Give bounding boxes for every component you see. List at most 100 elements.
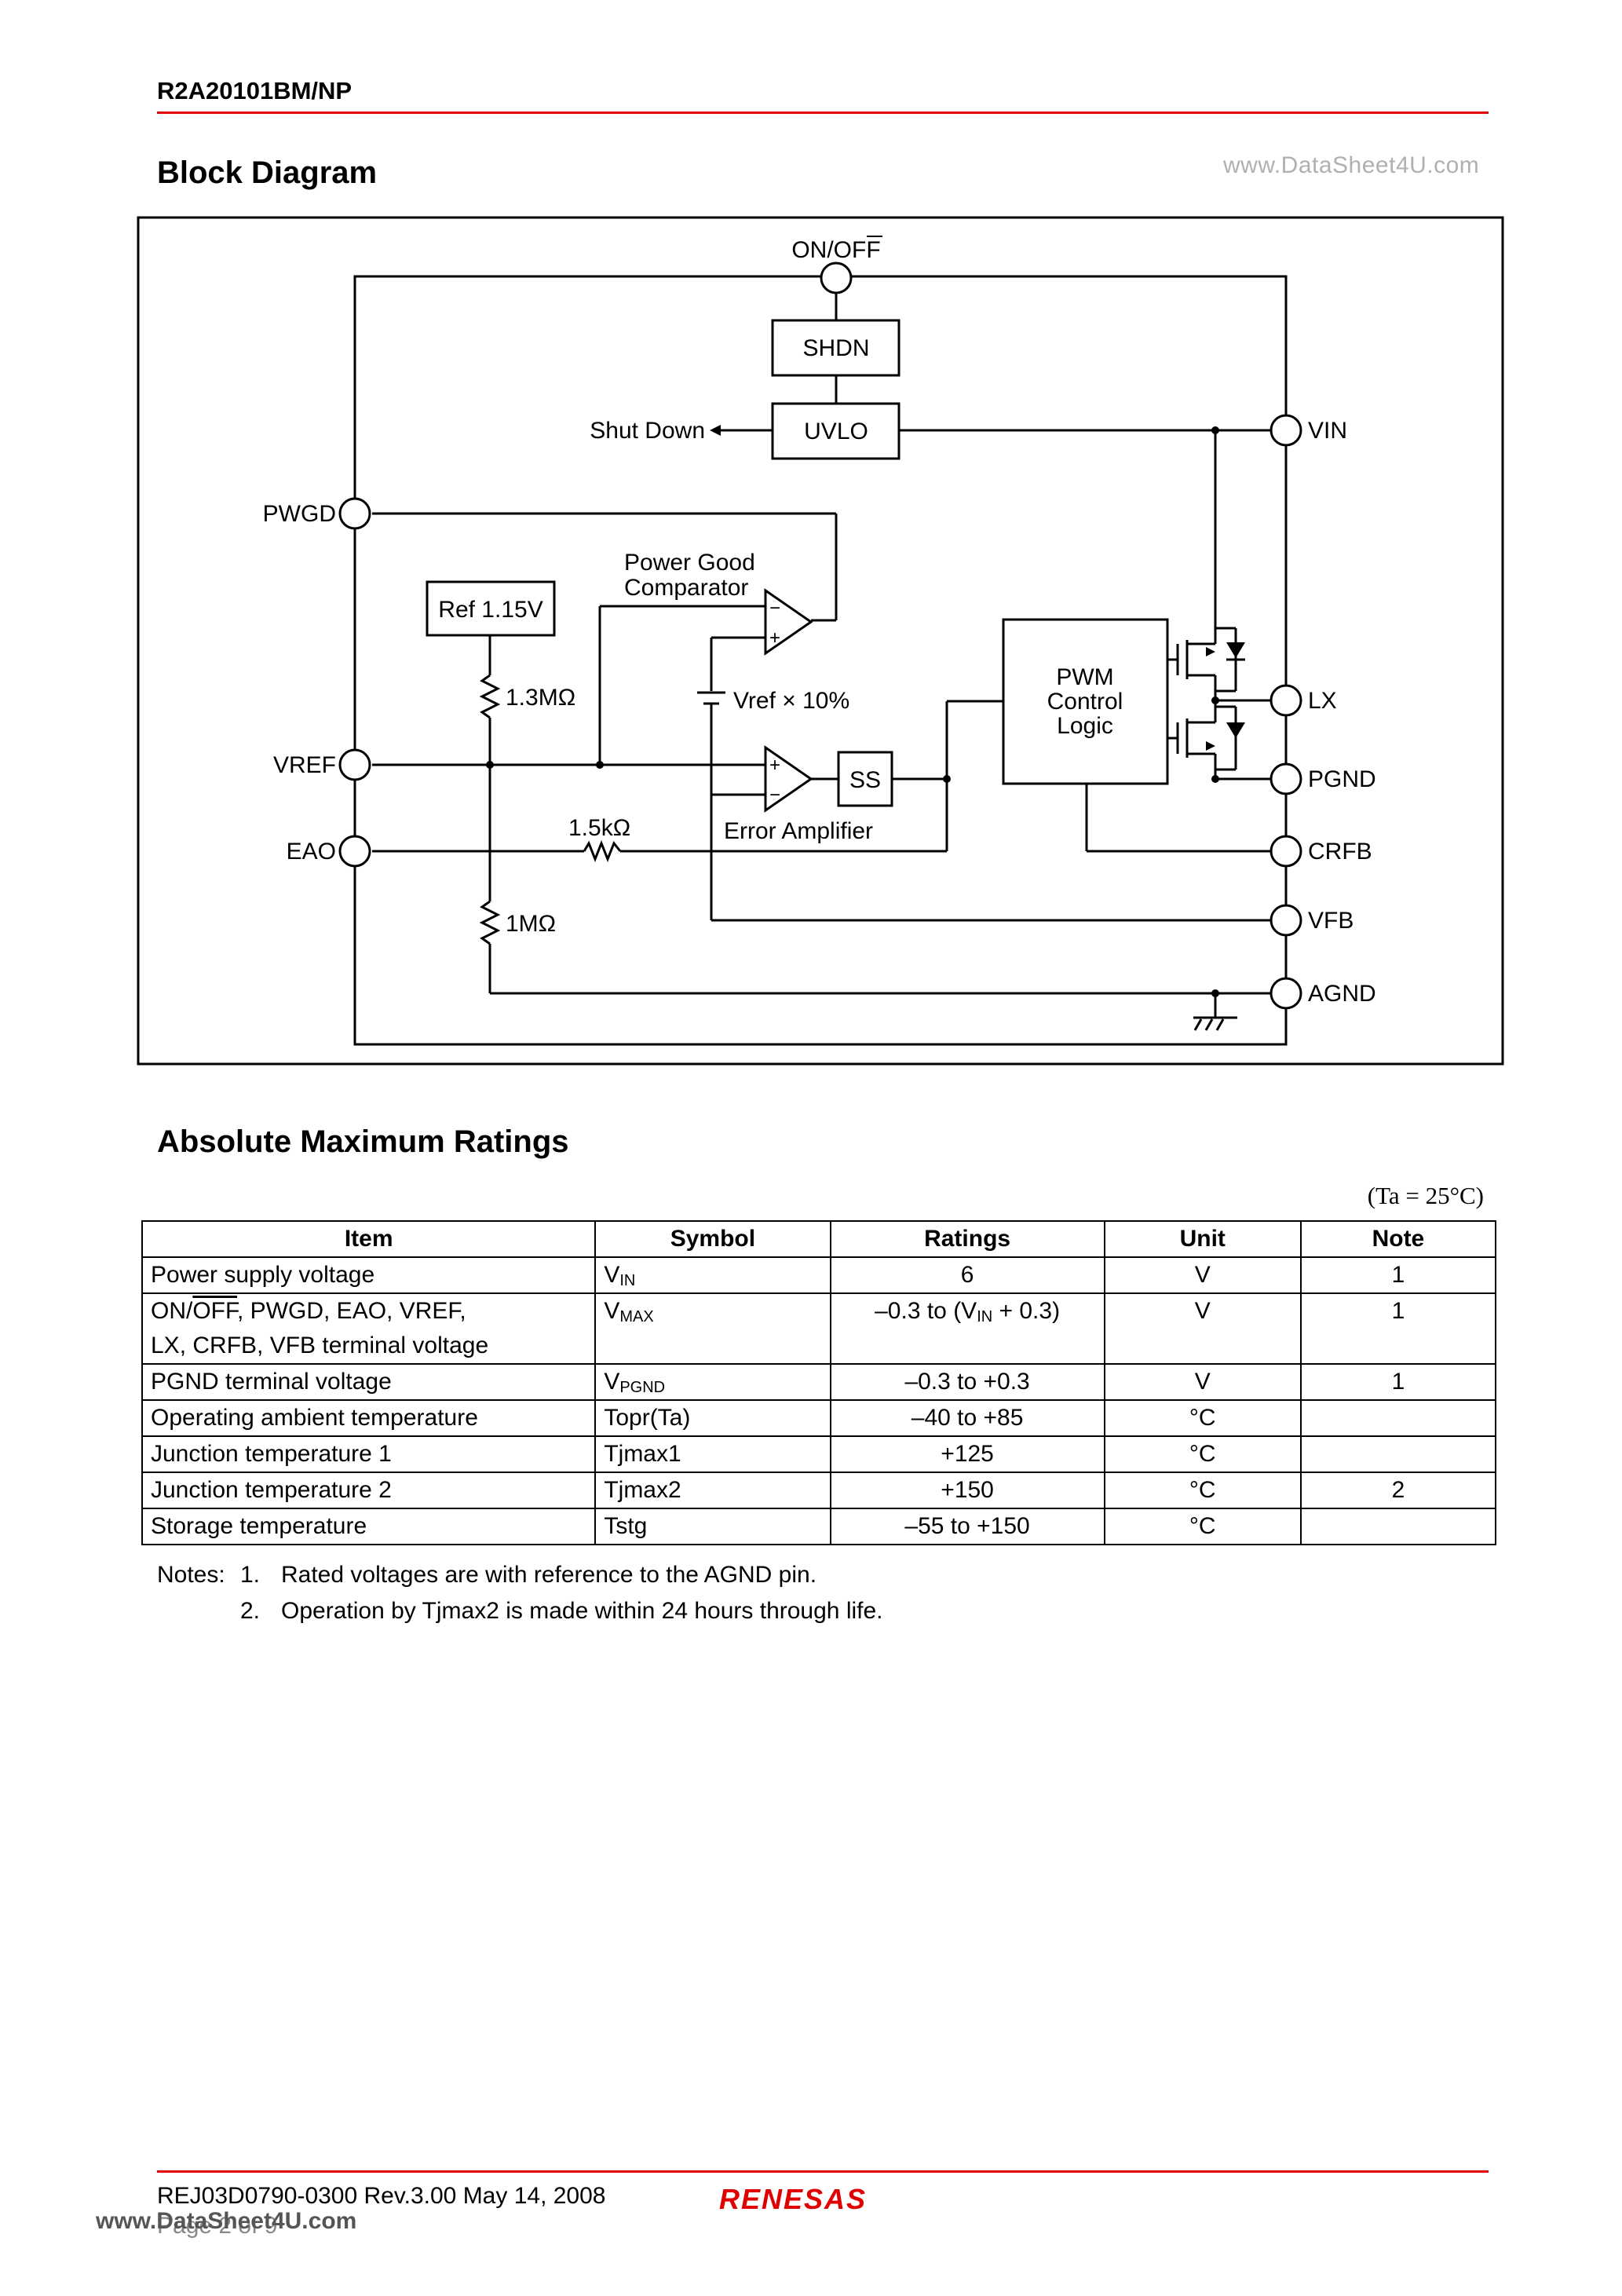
pin-vfb	[1269, 904, 1302, 937]
label-r1: 1.3MΩ	[506, 685, 575, 711]
cell-note: 2	[1299, 1472, 1497, 1509]
part-number: R2A20101BM/NP	[157, 77, 353, 104]
cell-note	[1299, 1399, 1497, 1437]
pin-label-vin: VIN	[1308, 418, 1347, 444]
block-ss: SS	[849, 767, 881, 793]
cell-note	[1299, 1508, 1497, 1545]
table-header-row: Item Symbol Ratings Unit Note	[141, 1220, 1497, 1258]
cell-rating: –40 to +85	[829, 1399, 1105, 1437]
cell-rating: +125	[829, 1435, 1105, 1473]
cell-item: PGND terminal voltage	[141, 1363, 597, 1401]
label-pgc-line2: Comparator	[624, 575, 748, 601]
pin-label-crfb: CRFB	[1308, 839, 1372, 865]
cell-symbol: VMAX	[594, 1292, 831, 1365]
pin-pgnd	[1269, 762, 1302, 795]
pin-label-onoff: ON/OFF	[791, 237, 880, 263]
table-row: ON/OFF, PWGD, EAO, VREF,LX, CRFB, VFB te…	[141, 1292, 1497, 1365]
note-2: 2. Operation by Tjmax2 is made within 24…	[157, 1594, 883, 1630]
table-row: Junction temperature 2 Tjmax2 +150 °C 2	[141, 1472, 1497, 1509]
pin-label-eao: EAO	[287, 839, 336, 865]
table-row: Storage temperature Tstg –55 to +150 °C	[141, 1508, 1497, 1545]
table-row: PGND terminal voltage VPGND –0.3 to +0.3…	[141, 1363, 1497, 1401]
footer-page-number: Page 2 of 9	[157, 2213, 278, 2239]
ea-minus: −	[769, 784, 780, 806]
header-rule	[157, 112, 1489, 114]
cell-item: Junction temperature 2	[141, 1472, 597, 1509]
note-number: 1.	[240, 1562, 261, 1588]
cell-rating: 6	[829, 1256, 1105, 1294]
pin-eao	[338, 835, 371, 868]
cell-note: 1	[1299, 1363, 1497, 1401]
label-pgc-line1: Power Good	[624, 550, 755, 576]
ta-condition: (Ta = 25°C)	[1367, 1182, 1484, 1209]
cell-unit: V	[1103, 1363, 1302, 1401]
table-row: Operating ambient temperature Topr(Ta) –…	[141, 1399, 1497, 1437]
pin-label-lx: LX	[1308, 688, 1337, 714]
pin-label-vfb: VFB	[1308, 908, 1353, 934]
block-shdn: SHDN	[802, 335, 869, 361]
col-header-ratings: Ratings	[829, 1220, 1105, 1258]
block-uvlo: UVLO	[804, 419, 868, 444]
note-text: Rated voltages are with reference to the…	[281, 1562, 817, 1588]
pin-crfb	[1269, 835, 1302, 868]
section-title-block-diagram: Block Diagram	[157, 155, 378, 190]
pin-onoff	[820, 261, 853, 294]
cell-rating: –0.3 to +0.3	[829, 1363, 1105, 1401]
table-row: Power supply voltage VIN 6 V 1	[141, 1256, 1497, 1294]
pin-lx	[1269, 684, 1302, 717]
label-shutdown: Shut Down	[590, 418, 705, 444]
watermark: www.DataSheet4U.com	[1223, 152, 1480, 178]
cell-symbol: Tjmax1	[594, 1435, 831, 1473]
cell-rating: –55 to +150	[829, 1508, 1105, 1545]
col-header-unit: Unit	[1103, 1220, 1302, 1258]
cell-symbol: Tjmax2	[594, 1472, 831, 1509]
note-number: 2.	[240, 1598, 261, 1624]
abs-max-table: Item Symbol Ratings Unit Note Power supp…	[141, 1220, 1497, 1545]
block-pwm-line2: Control	[1047, 689, 1123, 715]
cell-note: 1	[1299, 1256, 1497, 1294]
pgc-minus: −	[769, 598, 780, 619]
label-r3: 1.5kΩ	[568, 815, 630, 841]
pin-label-pgnd: PGND	[1308, 766, 1376, 792]
cell-symbol: Topr(Ta)	[594, 1399, 831, 1437]
section-title-abs-max: Absolute Maximum Ratings	[157, 1124, 569, 1159]
col-header-item: Item	[141, 1220, 597, 1258]
note-text: Operation by Tjmax2 is made within 24 ho…	[281, 1598, 883, 1624]
block-ref: Ref 1.15V	[438, 597, 542, 623]
cell-symbol: VIN	[594, 1256, 831, 1294]
pin-agnd	[1269, 977, 1302, 1010]
footer-watermark: www.DataSheet4U.com	[96, 2208, 357, 2234]
pin-vref	[338, 748, 371, 781]
cell-rating: +150	[829, 1472, 1105, 1509]
cell-item: Operating ambient temperature	[141, 1399, 597, 1437]
label-vref-batt: Vref × 10%	[733, 688, 849, 714]
table-row: Junction temperature 1 Tjmax1 +125 °C	[141, 1435, 1497, 1473]
cell-unit: V	[1103, 1256, 1302, 1294]
col-header-note: Note	[1299, 1220, 1497, 1258]
cell-item: ON/OFF, PWGD, EAO, VREF,LX, CRFB, VFB te…	[141, 1292, 597, 1365]
pin-label-agnd: AGND	[1308, 981, 1376, 1007]
cell-symbol: Tstg	[594, 1508, 831, 1545]
pin-vin	[1269, 414, 1302, 447]
pin-label-pwgd: PWGD	[263, 501, 336, 527]
pgc-plus: +	[769, 627, 780, 649]
cell-rating: –0.3 to (VIN + 0.3)	[829, 1292, 1105, 1365]
pin-pwgd	[338, 497, 371, 530]
cell-symbol: VPGND	[594, 1363, 831, 1401]
pin-label-vref: VREF	[273, 752, 336, 778]
cell-note: 1	[1299, 1292, 1497, 1365]
cell-unit: °C	[1103, 1472, 1302, 1509]
ea-plus: +	[769, 755, 780, 776]
block-pwm-line3: Logic	[1057, 713, 1113, 739]
notes: Notes: 1. Rated voltages are with refere…	[157, 1558, 883, 1630]
cell-unit: °C	[1103, 1399, 1302, 1437]
block-pwm-line1: PWM	[1056, 664, 1113, 690]
label-r2: 1MΩ	[506, 911, 556, 937]
cell-unit: °C	[1103, 1435, 1302, 1473]
block-diagram: ON/OFF VIN PWGD LX VREF PGND EAO CRFB VF…	[137, 216, 1504, 1066]
cell-unit: °C	[1103, 1508, 1302, 1545]
footer-doc-info: REJ03D0790-0300 Rev.3.00 May 14, 2008	[157, 2183, 606, 2209]
cell-item: Storage temperature	[141, 1508, 597, 1545]
cell-item: Junction temperature 1	[141, 1435, 597, 1473]
renesas-logo: RENESAS	[719, 2183, 868, 2215]
